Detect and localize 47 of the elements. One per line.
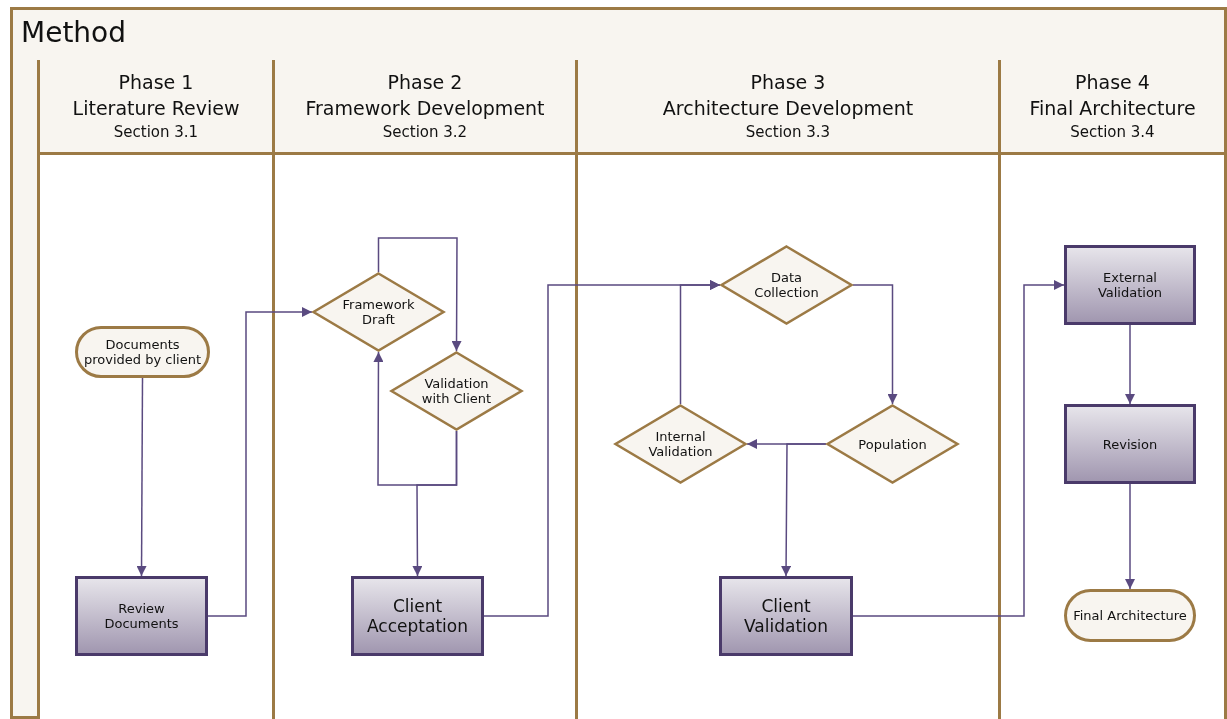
process-box [1064, 245, 1196, 325]
terminator-shape [1064, 589, 1196, 642]
node-label: Data Collection [753, 270, 820, 300]
phase-lane [37, 60, 272, 719]
phase-title: Phase 3 [750, 70, 826, 95]
node-label: Documents provided by client [83, 337, 202, 367]
node-label: Client Acceptation [366, 596, 469, 636]
process-box [1064, 404, 1196, 484]
connector-arrow [207, 307, 313, 617]
phase-title: Phase 2 [387, 70, 463, 95]
process-box [719, 576, 853, 656]
connector-arrow [377, 237, 462, 352]
phase-title: Final Architecture [1029, 96, 1196, 121]
section-label: Section 3.2 [382, 122, 468, 143]
phase-title: Literature Review [72, 96, 240, 121]
connector-arrow [412, 430, 458, 577]
phase-lane [998, 60, 1224, 719]
connector-arrow [781, 443, 827, 577]
connector-arrow [1125, 483, 1135, 590]
connector-arrow [852, 284, 898, 405]
section-label: Section 3.1 [113, 122, 199, 143]
node-label: Review Documents [103, 601, 180, 631]
node-label: Internal Validation [647, 429, 714, 459]
node-label: Validation with Client [420, 376, 493, 406]
phase-title: Framework Development [305, 96, 545, 121]
terminator-shape [75, 326, 210, 378]
section-label: Section 3.3 [745, 122, 831, 143]
swimlane-pool [10, 7, 1227, 719]
phase-title: Phase 1 [118, 70, 194, 95]
phase-lane [575, 60, 998, 719]
section-label: Section 3.4 [1070, 122, 1155, 143]
phase-lane [272, 60, 575, 719]
process-box [351, 576, 484, 656]
node-label: Client Validation [743, 596, 829, 636]
node-label: External Validation [1096, 270, 1164, 300]
pool-label: Method [21, 16, 126, 49]
process-box [75, 576, 208, 656]
connector-arrow [1125, 324, 1135, 405]
phase-title: Architecture Development [662, 96, 914, 121]
node-label: Revision [1101, 436, 1159, 452]
node-label: Population [857, 436, 928, 452]
connector-arrow [136, 377, 147, 577]
node-label: Final Architecture [1072, 608, 1188, 623]
connector-arrow [679, 280, 721, 405]
connector-arrow [852, 280, 1065, 617]
phase-title: Phase 4 [1075, 70, 1150, 95]
node-label: Framework Draft [341, 297, 416, 327]
